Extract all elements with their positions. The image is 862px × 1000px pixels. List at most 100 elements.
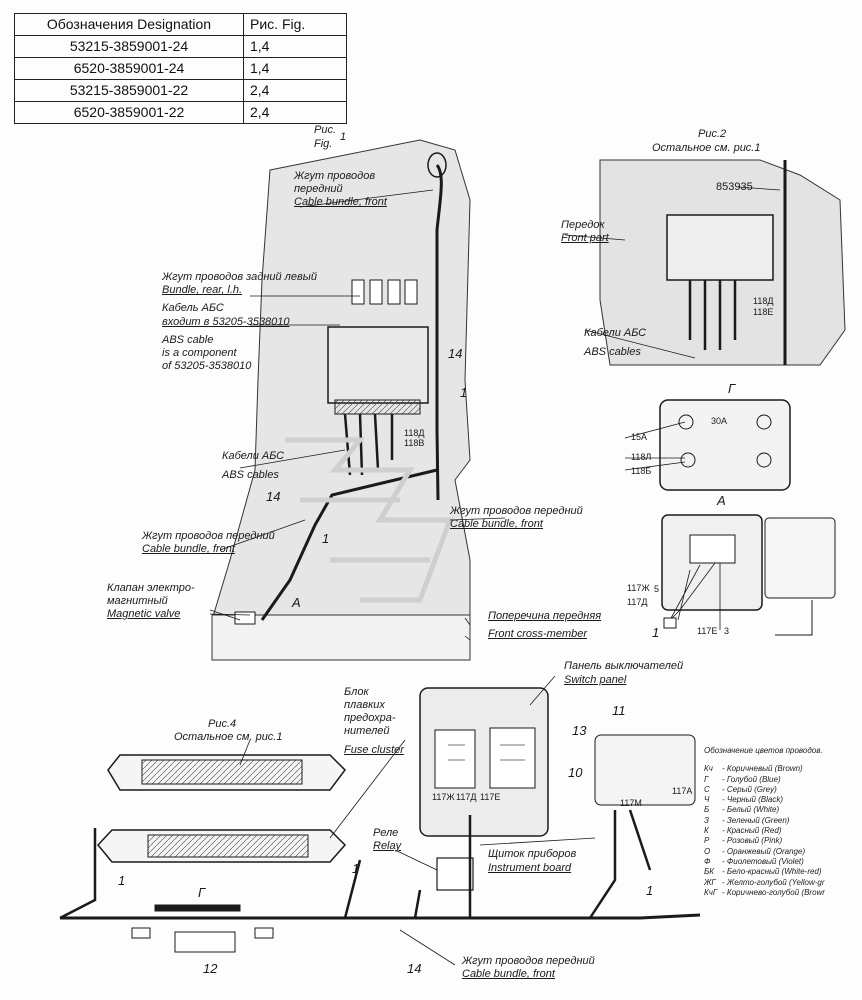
fuse-ru-line2: плавких [344,699,385,711]
tag-118b: 118Б [631,466,652,476]
connector-12 [174,931,236,953]
fuse-en: Fuse cluster [344,744,404,756]
callout-14: 14 [266,489,281,504]
valve-leader [209,609,241,621]
fuse-ru-line1: Блок [344,686,369,698]
tag-3: 3 [724,626,730,636]
callout-10: 10 [568,765,583,780]
switch-panel [419,687,549,837]
callout-14: 14 [407,961,422,976]
valve-ru-line1: Клапан электро- [107,582,195,594]
valve-en: Magnetic valve [107,608,181,620]
legend-code: Г [704,774,709,784]
legend-entry: К- Красный (Red) [704,826,860,836]
legend-entry: БК - Бело-красный (White-red) [704,867,860,877]
figure-header: Рис. Fig. [243,13,347,36]
legend-code: С [704,784,710,794]
rear-connectors [351,279,418,305]
fig1-bundle-left-ru: Жгут проводов передний [142,530,275,542]
tag-30a: 30А [711,416,728,426]
fig2-abs-cables-en: ABS cables [584,346,641,358]
designation-table: Обозначения Designation Рис. Fig. 53215-… [14,13,347,124]
tag-5: 5 [654,584,660,594]
fig1-bundle-front-ru-line2: передний [294,183,343,195]
legend-entry: КчГ- Коричнево-голубой (Browr [704,888,860,898]
legend-text: - Коричнево-голубой (Browr [722,887,825,897]
table-row: 53215-3859001-24 1,4 [14,35,347,58]
legend-code: О [704,846,711,856]
legend-entry: Р- Розовый (Pink) [704,836,860,846]
callout-14: 14 [448,346,463,361]
designation-header: Обозначения Designation [14,13,244,36]
tag-118d: 118Д [753,296,774,306]
callout-1: 1 [646,883,654,898]
fig1-drawing [209,139,506,661]
designation-cell: 6520-3859001-22 [14,101,244,124]
legend-title-text: Обозначение цветов проводов. [704,746,823,755]
fig1-title-ru: Рис. [314,124,337,136]
watermark [285,437,454,603]
fig4-branches [59,809,652,920]
view-g-label: Г [728,381,736,396]
fig1-bundle-vertical [435,164,443,501]
tag-117zh: 117Ж [627,583,650,593]
view-g-block [659,399,791,491]
abs-cable-en-line2: is a component [162,347,237,359]
wire-color-legend: Обозначение цветов проводов. Кч - Коричне… [704,746,860,898]
switch-panel-ru: Панель выключателей [564,660,684,672]
tag-117d: 117Д [627,597,648,607]
legend-text: - Оранжевый (Orange) [722,846,806,856]
legend-code: К [704,826,709,836]
abs-connector-row [334,399,421,415]
abs-cable-en-line3: of 53205-3538010 [162,360,252,372]
fig2-cables [688,280,737,350]
abs-modulator [327,326,429,404]
legend-code: Ч [704,795,710,805]
legend-code: Р [704,836,710,846]
switch-panel-en: Switch panel [564,674,627,686]
legend-code: Кч [704,764,713,774]
front-part-ru: Передок [561,219,605,231]
tag-117a: 117А [672,786,693,796]
legend-entry: ЖГ- Желто-голубой (Yellow-gr [704,878,860,888]
fig2-subtitle: Остальное см. рис.1 [652,142,761,154]
callout-g: Г [198,885,206,900]
tag-118l: 118Л [631,452,652,462]
callout-1: 1 [460,385,468,400]
relay-ru: Реле [373,827,399,839]
figure-cell: 1,4 [243,35,347,58]
rear-bundle-ru: Жгут проводов задний левый [162,271,317,283]
legend-text: - Коричневый (Brown) [722,764,803,774]
fig4-bundle-en: Cable bundle, front [462,968,555,980]
fuse-ru-line4: нителей [344,725,390,737]
fig4-title: Рис.4 [208,718,237,730]
fig4-bundle-ru: Жгут проводов передний [462,955,595,967]
fig1-title-num: 1 [340,131,347,143]
fig4-drawing [59,675,701,966]
fig4-leaders [239,675,596,966]
relay [436,857,474,891]
view-a-side [764,517,836,599]
tag-15a: 15А [631,432,648,442]
callout-12: 12 [203,961,218,976]
table-row: 6520-3859001-24 1,4 [14,57,347,80]
table-row: 53215-3859001-22 2,4 [14,79,347,102]
relay-en: Relay [373,840,402,852]
legend-text: - Голубой (Blue) [722,774,781,784]
legend-code: БК [704,867,714,877]
tag-117m: 117М [620,798,642,808]
abs-cable-ru-line2: входит в 53205-3538010 [162,316,290,328]
tag-117zh: 117Ж [432,792,455,802]
legend-text: - Бело-красный (White-red) [722,867,822,877]
legend-entry: Б- Белый (White) [704,805,860,815]
fig1-bundle-left-en: Cable bundle, front [142,543,235,555]
legend-text: - Зеленый (Green) [722,815,790,825]
legend-code: ЖГ [704,877,716,887]
fig2-title: Рис.2 [698,128,727,140]
fig4-main-bundle [60,913,701,920]
callout-13: 13 [572,723,587,738]
designation-cell: 6520-3859001-24 [14,57,244,80]
legend-text: - Белый (White) [722,805,780,815]
callout-1: 1 [118,873,126,888]
